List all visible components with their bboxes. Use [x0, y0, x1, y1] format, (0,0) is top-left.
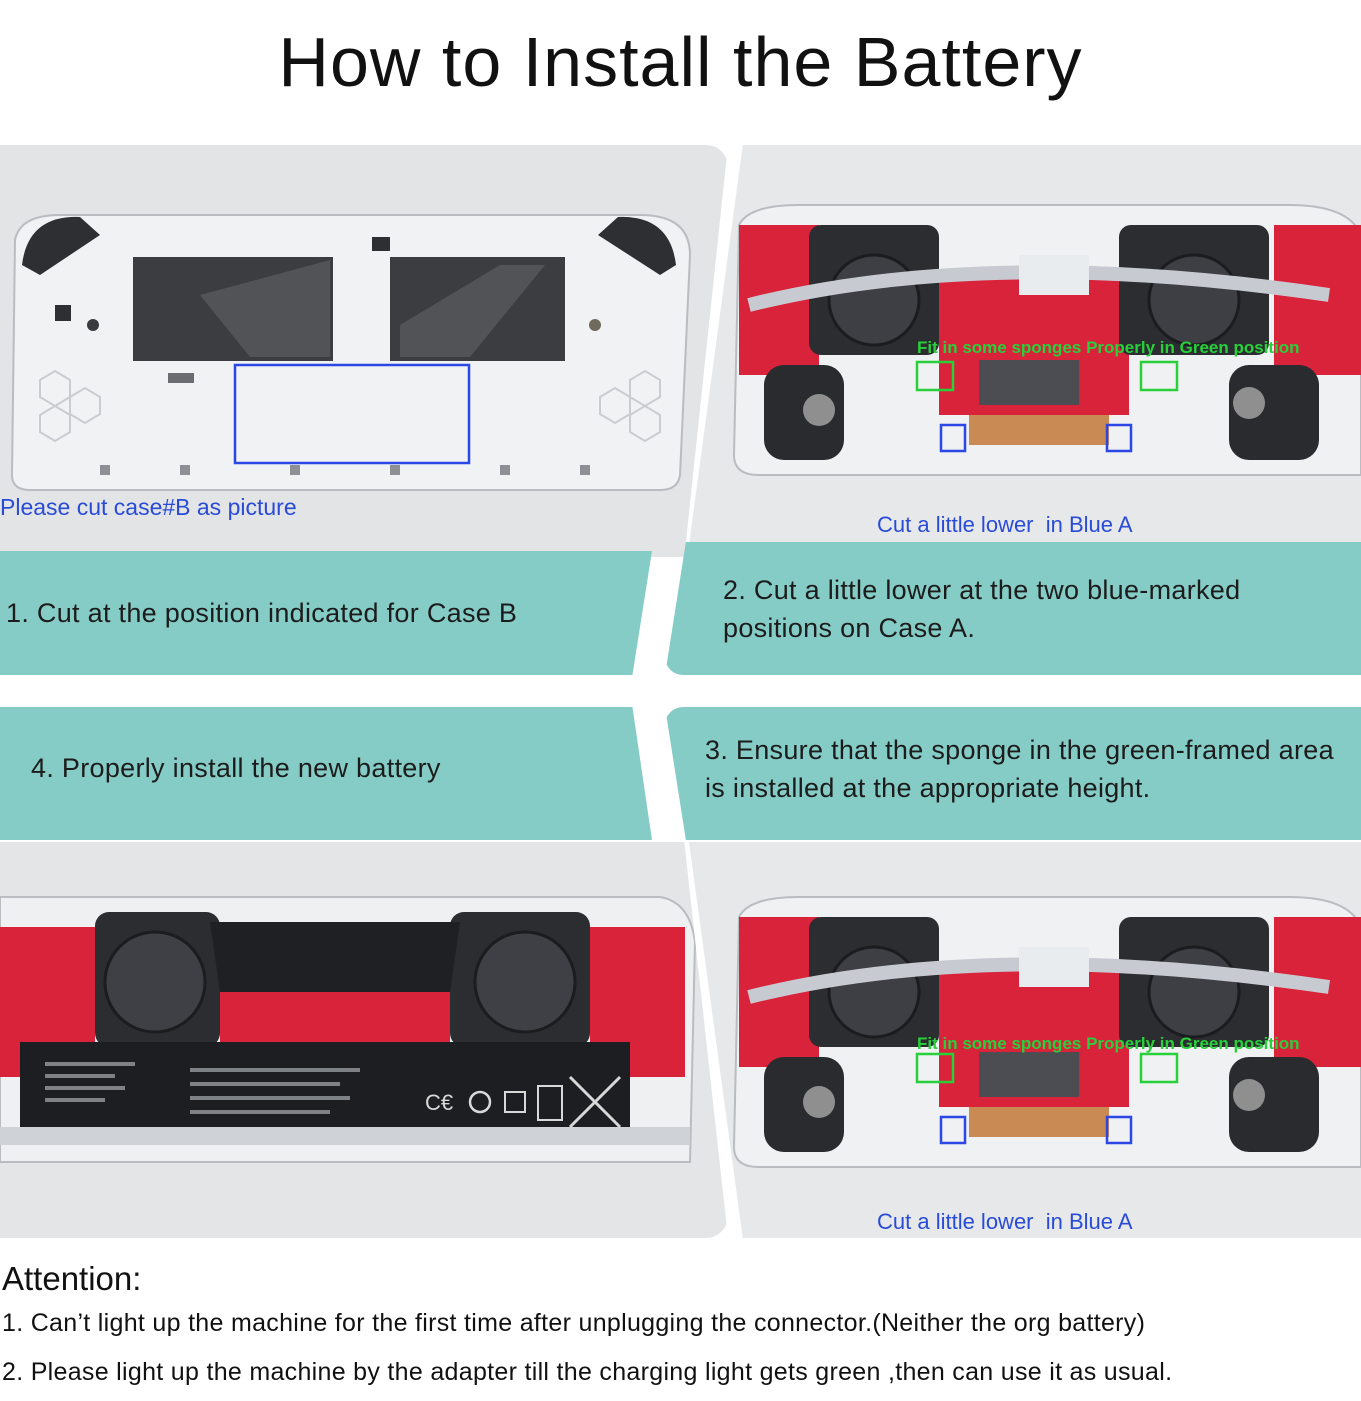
step2-label: 2. Cut a little lower at the two blue-ma… [723, 574, 1241, 643]
case-a-illustration-bottom [732, 896, 1361, 1168]
step1-label-band: 1. Cut at the position indicated for Cas… [0, 551, 652, 675]
step1-image-caption: Please cut case#B as picture [0, 494, 297, 520]
step3-photo: Fit in some sponges Properly in Green po… [689, 842, 1361, 1238]
battery-installed-illustration: C€ [0, 896, 697, 1163]
attention-heading: Attention: [2, 1260, 142, 1297]
page-title: How to Install the Battery [278, 23, 1083, 101]
case-a-illustration-top [732, 204, 1361, 476]
svg-text:C€: C€ [425, 1090, 453, 1115]
step1-label: 1. Cut at the position indicated for Cas… [6, 598, 518, 628]
step2-image-caption: Cut a little lower in Blue A [877, 512, 1133, 537]
green-marker-right [1139, 360, 1179, 392]
case-b-illustration [10, 214, 692, 491]
step2-photo: Fit in some sponges Properly in Green po… [689, 145, 1361, 545]
attention-item-2: 2. Please light up the machine by the ad… [2, 1358, 1173, 1386]
step2-label-band: 2. Cut a little lower at the two blue-ma… [665, 542, 1361, 675]
step4-photo: C€ [0, 842, 728, 1238]
blue-marker-left [939, 1115, 967, 1145]
green-marker-right [1139, 1052, 1179, 1084]
blue-marker-left [939, 423, 967, 453]
step4-label-band: 4. Properly install the new battery [0, 707, 652, 840]
step2-green-note: Fit in some sponges Properly in Green po… [917, 338, 1300, 357]
blue-marker-right [1105, 423, 1133, 453]
step3-label-band: 3. Ensure that the sponge in the green-f… [665, 707, 1361, 840]
blue-marker-right [1105, 1115, 1133, 1145]
attention-item-1: 1. Can’t light up the machine for the fi… [2, 1309, 1146, 1337]
step3-green-note: Fit in some sponges Properly in Green po… [917, 1034, 1300, 1053]
step4-label: 4. Properly install the new battery [31, 752, 441, 783]
step3-image-caption: Cut a little lower in Blue A [877, 1209, 1133, 1234]
step3-label: 3. Ensure that the sponge in the green-f… [705, 734, 1334, 803]
green-marker-left [915, 1052, 955, 1084]
cut-area-marker [233, 363, 471, 465]
green-marker-left [915, 360, 955, 392]
step1-photo: Please cut case#B as picture [0, 145, 728, 557]
